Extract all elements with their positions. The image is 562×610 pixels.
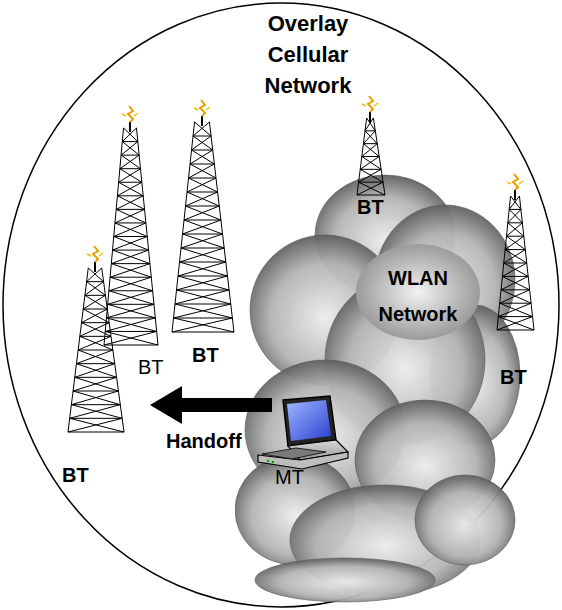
handoff-label: Handoff — [166, 430, 242, 452]
station-label: BT — [138, 356, 164, 378]
station-label: BT — [500, 366, 527, 388]
wlan-label: WLAN Network — [371, 260, 465, 332]
station-label: BT — [62, 464, 89, 486]
terminal-label: MT — [275, 466, 304, 488]
station-label: BT — [192, 344, 219, 366]
wlan-cloud: WLAN Network — [235, 160, 520, 605]
network-title: Overlay Cellular Network — [254, 8, 362, 101]
cloud-shape — [235, 160, 520, 605]
station-label: BT — [357, 196, 384, 218]
